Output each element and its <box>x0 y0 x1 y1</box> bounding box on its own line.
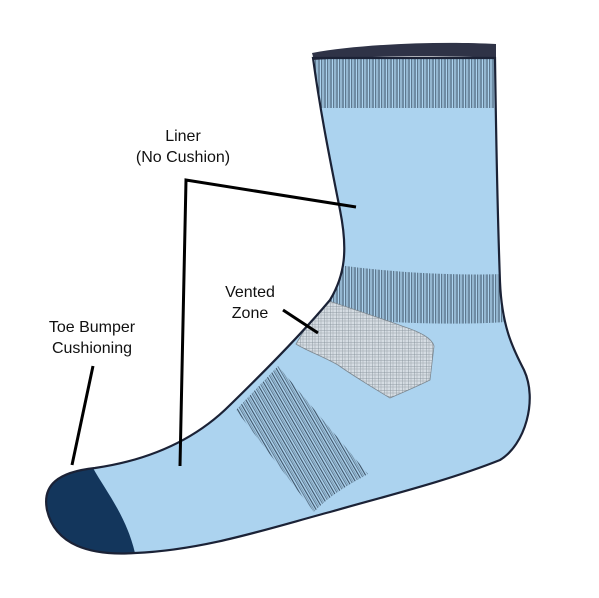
toe-bumper-label-line2: Cushioning <box>51 340 133 357</box>
cuff-ribbing <box>300 58 510 108</box>
vented-zone-mesh <box>295 299 435 399</box>
liner-label-line1: Liner <box>165 128 201 145</box>
liner-leader-line <box>178 178 357 467</box>
liner-label-line2: (No Cushion) <box>135 149 231 166</box>
toe-bumper <box>46 468 135 554</box>
vented-leader-line <box>282 308 319 335</box>
toe-bumper-label-line1: Toe Bumper <box>48 319 136 336</box>
sock-body <box>46 58 530 554</box>
vented-zone-label-line2: Zone <box>231 305 269 322</box>
arch-cushion-band <box>236 366 368 512</box>
sock-outline <box>45 56 531 555</box>
liner-label: Liner (No Cushion) <box>118 126 248 168</box>
toe-leader-line <box>70 365 95 466</box>
cuff-top-band <box>312 42 496 60</box>
vented-zone-label-line1: Vented <box>225 284 275 301</box>
toe-bumper-label: Toe Bumper Cushioning <box>22 317 162 359</box>
vented-zone-label: Vented Zone <box>205 282 295 324</box>
ankle-ribbing <box>322 265 506 324</box>
